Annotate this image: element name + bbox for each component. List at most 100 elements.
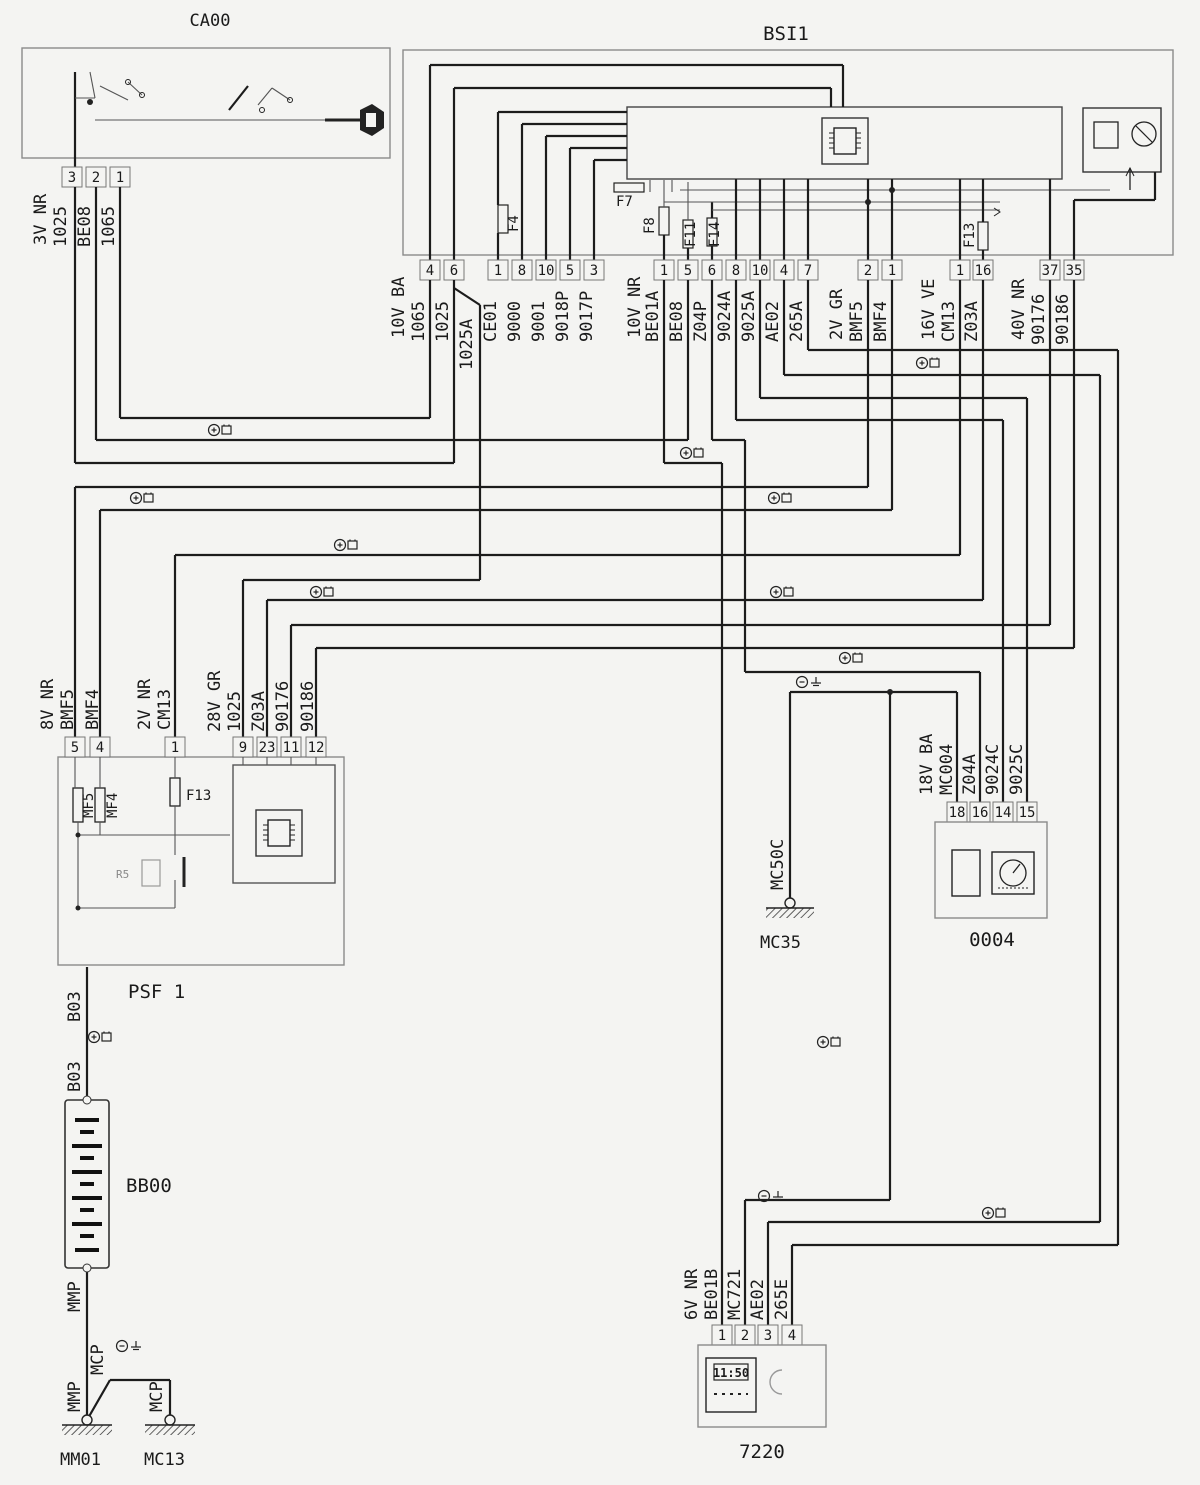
bsi-a-wire-9018p: 9018P (553, 291, 573, 342)
c0004-pin-18: 18 (949, 805, 966, 821)
c7220-pin-2: 2 (741, 1328, 749, 1344)
bsi-c-wire-bmf5: BMF5 (847, 301, 867, 342)
bsi-d-wire-cm13: CM13 (939, 301, 959, 342)
battery-wire-mmp: MMP (65, 1281, 85, 1312)
c0004-label: 18V BA (917, 734, 937, 795)
c7220-wire-mc721: MC721 (725, 1269, 745, 1320)
psf-c-pin-11: 11 (283, 740, 300, 756)
mc35-label: MC35 (760, 933, 801, 953)
bsi-a-wire-9000: 9000 (505, 301, 525, 342)
psf-c-wire-z03a: Z03A (249, 691, 269, 732)
bsi-c-wire-bmf4: BMF4 (871, 301, 891, 342)
bsi-e-label: 40V NR (1009, 278, 1029, 340)
bsi-b-pin-8: 8 (732, 263, 740, 279)
ca00-wire-be08: BE08 (75, 206, 95, 247)
bsi-d-label: 16V VE (919, 279, 939, 340)
bsi-a-pin-5: 5 (566, 263, 574, 279)
bsi-fuse-f7: F7 (616, 194, 633, 210)
c7220-wire-be01b: BE01B (702, 1269, 722, 1320)
c7220-label: 6V NR (682, 1268, 702, 1320)
bsi-fuse-f14: F14 (707, 222, 723, 247)
ca00-connector-label: 3V NR (31, 193, 51, 245)
c7220-pin-3: 3 (764, 1328, 772, 1344)
c0004-pin-15: 15 (1019, 805, 1036, 821)
psf-c-wire-90176: 90176 (273, 681, 293, 732)
ca00-pin-1: 1 (116, 170, 124, 186)
bsi-fuse-f13: F13 (962, 223, 978, 248)
polarity-symbols (87, 356, 1006, 1353)
bsi-a-pin-6: 6 (450, 263, 458, 279)
psf-fuse-f13: F13 (186, 788, 211, 804)
c7220-clock-display: 11:50 (713, 1366, 749, 1380)
bsi-a-pin-8: 8 (518, 263, 526, 279)
c0004-wire-9025c: 9025C (1007, 744, 1027, 795)
bsi-fuse-f8: F8 (642, 217, 658, 234)
ca00-wire-1065: 1065 (99, 206, 119, 247)
psf-b-label: 2V NR (135, 678, 155, 730)
c7220-pin-4: 4 (788, 1328, 796, 1344)
harness-wires (73, 187, 1120, 1421)
bsi-e-wire-90176: 90176 (1029, 294, 1049, 345)
c7220-wire-ae02: AE02 (748, 1279, 768, 1320)
bsi-b-label: 10V NR (625, 276, 645, 338)
bsi-a-wire-9017p: 9017P (577, 291, 597, 342)
mc13-wire-mcp: MCP (147, 1381, 167, 1412)
psf1-component: PSF 1 5 4 1 9 23 11 12 8V NR BMF5 BMF4 2… (38, 670, 345, 1003)
bsi-b-wire-ae02: AE02 (763, 301, 783, 342)
mm01-label: MM01 (60, 1450, 101, 1470)
psf-c-wire-1025: 1025 (225, 691, 245, 732)
bsi-a-wire-ce01: CE01 (481, 301, 501, 342)
psf1-title: PSF 1 (128, 981, 185, 1003)
c7220-wire-265e: 265E (772, 1279, 792, 1320)
psf-b-wire-cm13: CM13 (155, 689, 175, 730)
psf-c-pin-12: 12 (308, 740, 325, 756)
bsi-a-wire-1025: 1025 (433, 301, 453, 342)
c0004-component: 18 16 14 15 18V BA MC004 Z04A 9024C 9025… (917, 734, 1048, 951)
ca00-component: CA00 3 2 1 3V NR 1025 BE08 1065 (21, 11, 391, 247)
bsi-c-pin-2: 2 (864, 263, 872, 279)
mm01-ground: MM01 MMP MCP (60, 1344, 112, 1470)
psf-fuse-mf5: MF5 (81, 793, 97, 818)
psf-c-pin-9: 9 (239, 740, 247, 756)
bsi-e-pin-35: 35 (1066, 263, 1083, 279)
bsi-b-wire-9025a: 9025A (739, 291, 759, 342)
mc13-label: MC13 (144, 1450, 185, 1470)
bsi1-component: BSI1 F4 F7 F8 F11 F14 F13 (389, 23, 1174, 370)
bsi-a-label: 10V BA (389, 277, 409, 338)
psf-fuse-mf4: MF4 (105, 793, 121, 818)
c7220-pin-1: 1 (718, 1328, 726, 1344)
mc35-ground: MC35 MC50C (760, 839, 814, 953)
psf-c-pin-23: 23 (259, 740, 276, 756)
psf-a-label: 8V NR (38, 678, 58, 730)
bsi-c-label: 2V GR (827, 288, 847, 340)
bsi-a-pin-1: 1 (494, 263, 502, 279)
ca00-pin-2: 2 (92, 170, 100, 186)
mc13-ground: MC13 MCP (144, 1381, 195, 1470)
bsi-e-wire-90186: 90186 (1053, 294, 1073, 345)
bsi-a-wire-9001: 9001 (529, 301, 549, 342)
bsi-b-wire-9024a: 9024A (715, 291, 735, 342)
c0004-pin-16: 16 (972, 805, 989, 821)
bsi-b-pin-6: 6 (708, 263, 716, 279)
bsi-a-wire-1025a: 1025A (457, 319, 477, 370)
c0004-wire-z04a: Z04A (960, 754, 980, 795)
ca00-wire-1025: 1025 (51, 206, 71, 247)
bsi-b-pin-10: 10 (752, 263, 769, 279)
bsi-c-pin-1: 1 (888, 263, 896, 279)
bsi-a-pin-4: 4 (426, 263, 434, 279)
psf-battery-wire-b03: B03 (65, 991, 85, 1022)
c0004-title: 0004 (969, 929, 1015, 951)
c0004-wire-mc004: MC004 (937, 744, 957, 795)
psf-b-pin-1: 1 (171, 740, 179, 756)
psf-a-wire-bmf5: BMF5 (58, 689, 78, 730)
bsi-e-pin-37: 37 (1042, 263, 1059, 279)
bsi-b-pin-4: 4 (780, 263, 788, 279)
c0004-pin-14: 14 (995, 805, 1012, 821)
bsi-d-pin-1: 1 (956, 263, 964, 279)
ca00-title: CA00 (190, 11, 231, 31)
mm01-wire-mmp: MMP (65, 1381, 85, 1412)
bsi-b-pin-1: 1 (660, 263, 668, 279)
bsi-fuse-f11: F11 (683, 222, 699, 247)
mc35-wire-mc50c: MC50C (768, 839, 788, 890)
